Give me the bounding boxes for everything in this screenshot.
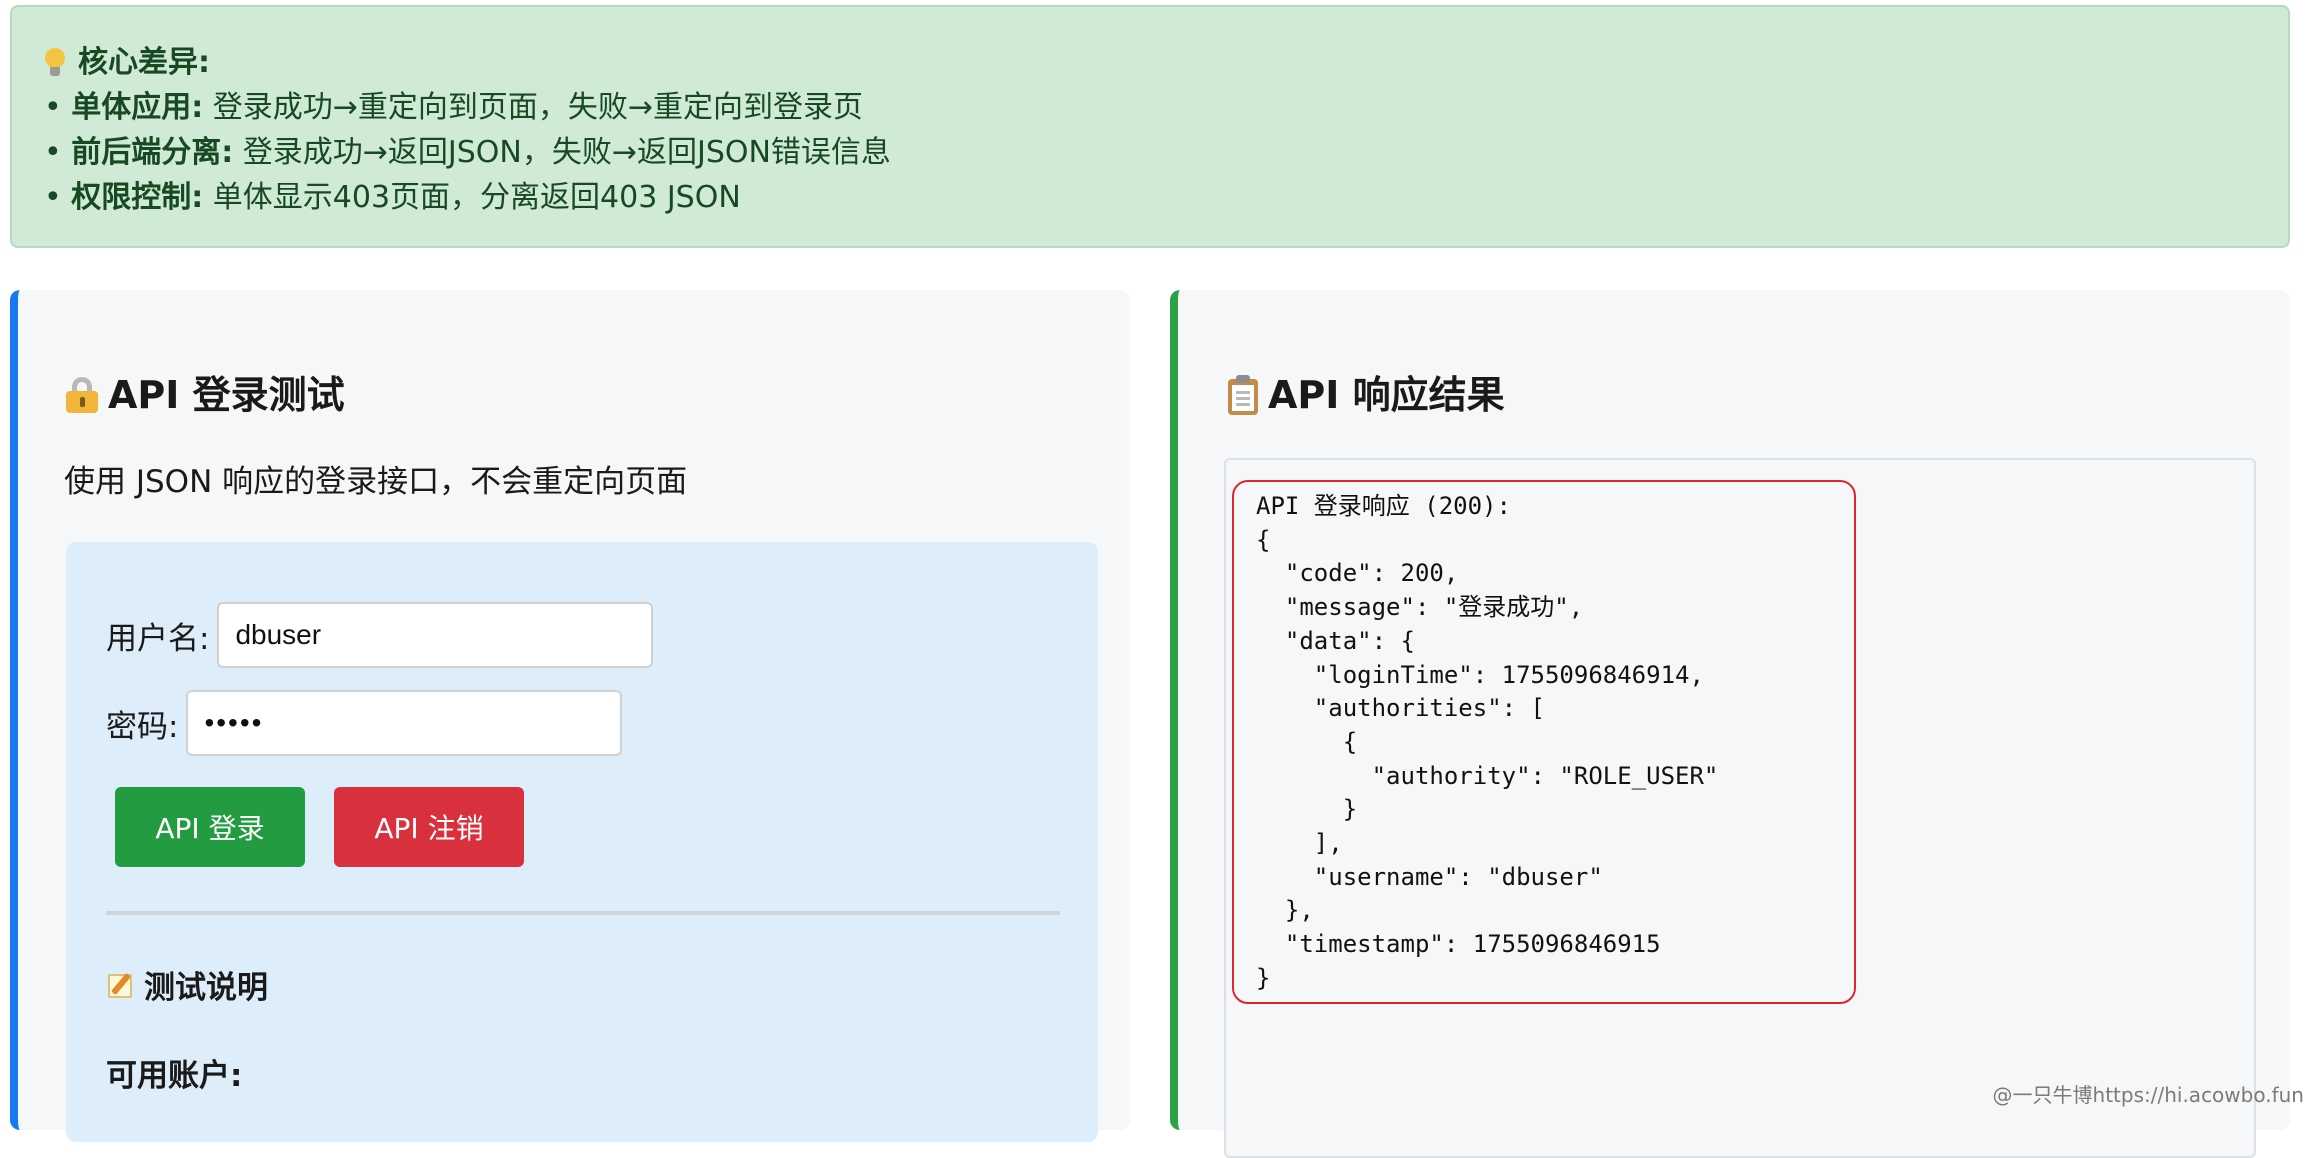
notice-title: 核心差异: — [44, 41, 2288, 85]
notice-line-monolith: • 单体应用: 登录成功→重定向到页面，失败→重定向到登录页 — [44, 85, 2288, 130]
bullet: • — [44, 180, 71, 215]
bullet: • — [44, 90, 71, 125]
notice-title-text: 核心差异: — [78, 41, 210, 85]
notice-label: 单体应用: — [71, 90, 203, 125]
core-differences-notice: 核心差异: • 单体应用: 登录成功→重定向到页面，失败→重定向到登录页 • 前… — [10, 5, 2290, 248]
panel-description: 使用 JSON 响应的登录接口，不会重定向页面 — [64, 456, 687, 501]
response-json: API 登录响应 (200): { "code": 200, "message"… — [1232, 480, 1856, 1004]
password-input[interactable] — [186, 690, 622, 756]
panel-title-text: API 响应结果 — [1268, 370, 1505, 420]
panel-title: API 响应结果 — [1226, 370, 1505, 420]
password-label: 密码: — [106, 701, 178, 746]
available-accounts-title: 可用账户: — [106, 1050, 242, 1095]
api-login-test-panel: API 登录测试 使用 JSON 响应的登录接口，不会重定向页面 用户名: 密码… — [10, 290, 1130, 1130]
panel-title-text: API 登录测试 — [108, 370, 345, 420]
notice-line-separation: • 前后端分离: 登录成功→返回JSON，失败→返回JSON错误信息 — [44, 130, 2288, 175]
login-form: 用户名: 密码: API 登录 API 注销 测试说明 可用账户: — [66, 542, 1098, 1142]
memo-icon — [106, 970, 136, 1000]
notice-label: 权限控制: — [71, 180, 203, 215]
notice-text: 登录成功→返回JSON，失败→返回JSON错误信息 — [233, 135, 891, 170]
notice-line-permission: • 权限控制: 单体显示403页面，分离返回403 JSON — [44, 175, 2288, 220]
lightbulb-icon — [44, 48, 66, 78]
notice-text: 登录成功→重定向到页面，失败→重定向到登录页 — [203, 90, 863, 125]
test-notes-title: 测试说明 — [106, 962, 268, 1007]
api-login-button[interactable]: API 登录 — [115, 787, 305, 867]
api-logout-button[interactable]: API 注销 — [334, 787, 524, 867]
username-label: 用户名: — [106, 613, 209, 658]
api-response-panel: API 响应结果 API 登录响应 (200): { "code": 200, … — [1170, 290, 2290, 1130]
clipboard-icon — [1226, 375, 1260, 415]
bullet: • — [44, 135, 71, 170]
response-output-box: API 登录响应 (200): { "code": 200, "message"… — [1224, 458, 2256, 1158]
notice-label: 前后端分离: — [71, 135, 233, 170]
divider — [106, 911, 1060, 915]
password-row: 密码: — [106, 690, 622, 756]
lock-icon — [64, 375, 100, 415]
test-notes-title-text: 测试说明 — [144, 962, 268, 1007]
username-row: 用户名: — [106, 602, 653, 668]
username-input[interactable] — [217, 602, 653, 668]
panel-title: API 登录测试 — [64, 370, 345, 420]
watermark: @一只牛博https://hi.acowbo.fun — [1993, 1079, 2304, 1108]
notice-text: 单体显示403页面，分离返回403 JSON — [203, 180, 741, 215]
